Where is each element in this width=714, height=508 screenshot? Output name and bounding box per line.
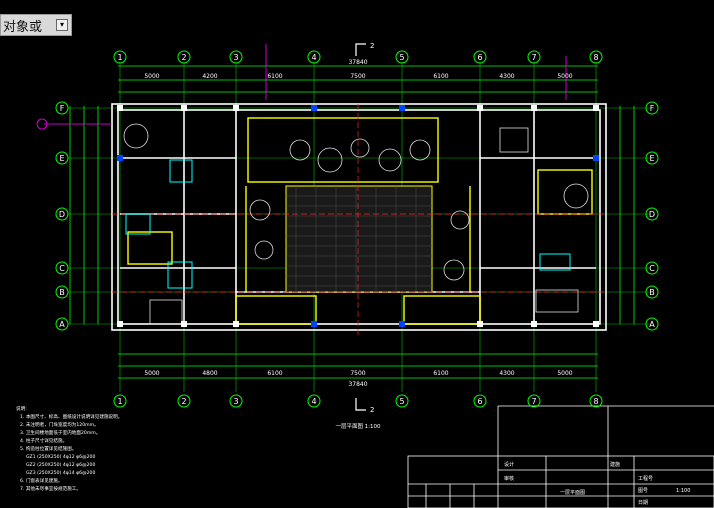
axis-right-D: D <box>649 210 655 219</box>
axis-bottom-1: 1 <box>117 397 122 406</box>
axis-left-D: D <box>59 210 65 219</box>
blue-columns <box>117 105 599 327</box>
dim-top-4: 6100 <box>433 73 448 80</box>
dim-bottom-1: 4800 <box>202 370 217 377</box>
axis-top-5: 5 <box>399 53 404 62</box>
tb-sheet: 建施 <box>610 461 620 468</box>
axis-bottom-8: 8 <box>593 397 598 406</box>
note-line: GZ2 (250X250) 4φ12 φ6@200 <box>26 462 95 468</box>
columns <box>117 105 599 327</box>
axis-right-E: E <box>649 154 654 163</box>
section-mark-top <box>355 43 366 56</box>
axis-top-3: 3 <box>233 53 238 62</box>
axis-top-6: 6 <box>477 53 482 62</box>
interior-partitions <box>127 117 593 325</box>
axis-bottom-7: 7 <box>531 397 536 406</box>
dim-bottom-2: 6100 <box>267 370 282 377</box>
overall-dimension-top: 37840 <box>348 59 367 66</box>
note-line: 2. 未注明者，门垛宽度均为120mm。 <box>20 421 99 428</box>
axis-bottom-4: 4 <box>311 397 316 406</box>
note-line: GZ1 (250X250) 4φ12 φ6@200 <box>26 454 95 460</box>
axis-right-F: F <box>650 104 655 113</box>
tb-drawing-no: 图号 <box>638 488 648 494</box>
axis-right-B: B <box>649 288 655 297</box>
axis-left-E: E <box>59 154 64 163</box>
title-block-text: 设计 审核 一层平面图 工程号 图号 日期 1:100 建施 <box>504 461 690 506</box>
courtyard-hatch <box>285 185 433 293</box>
magenta-annotations <box>36 44 567 130</box>
dim-bottom-6: 5000 <box>557 370 572 377</box>
furniture <box>123 123 589 325</box>
center-lines <box>112 104 606 336</box>
fixtures <box>125 159 571 289</box>
tb-title: 一层平面图 <box>560 490 585 496</box>
axis-bottom-3: 3 <box>233 397 238 406</box>
axis-left-B: B <box>59 288 65 297</box>
command-options-label: 对象或 <box>3 19 43 35</box>
walls <box>111 103 607 331</box>
axis-left-C: C <box>59 264 65 273</box>
note-line: 4. 柱子尺寸详见结施。 <box>20 437 67 444</box>
notes-header: 说明: <box>16 405 27 412</box>
dim-bottom-5: 4300 <box>499 370 514 377</box>
axis-bottom-6: 6 <box>477 397 482 406</box>
axis-bubbles-top: 1 2 3 4 5 6 7 8 1 2 3 4 5 6 7 8 <box>113 50 603 408</box>
dim-top-0: 5000 <box>144 73 159 80</box>
axis-right-C: C <box>649 264 655 273</box>
tb-check: 审核 <box>504 475 514 482</box>
axis-top-1: 1 <box>117 53 122 62</box>
plan-title: 一层平面图 1:100 <box>335 422 381 430</box>
note-line: GZ3 (250X250) 4φ14 φ6@200 <box>26 470 95 476</box>
axis-left-F: F <box>60 104 65 113</box>
dropdown-arrow-icon[interactable]: ▾ <box>56 19 68 31</box>
section-mark-label-bottom: 2 <box>370 406 374 414</box>
axis-bottom-2: 2 <box>181 397 186 406</box>
dim-top-6: 5000 <box>557 73 572 80</box>
dim-top-2: 6100 <box>267 73 282 80</box>
note-line: 7. 其他未尽事宜按规范施工。 <box>20 485 81 492</box>
dim-bottom-0: 5000 <box>144 370 159 377</box>
dim-top-3: 7500 <box>350 73 365 80</box>
tb-project-no: 工程号 <box>638 475 653 482</box>
tb-design: 设计 <box>504 461 514 468</box>
overall-dimension-bottom: 37840 <box>348 381 367 388</box>
dim-bottom-4: 6100 <box>433 370 448 377</box>
tb-date: 日期 <box>638 500 648 506</box>
note-line: 6. 门窗表详见建施。 <box>20 477 63 484</box>
section-mark-label-top: 2 <box>370 42 374 50</box>
note-line: 3. 卫生间楼地面低于室内地面20mm。 <box>20 429 100 436</box>
axis-bubbles-side: F E D C B A F E D C B A <box>55 101 659 331</box>
axis-top-4: 4 <box>311 53 316 62</box>
axis-top-2: 2 <box>181 53 186 62</box>
dim-top-1: 4200 <box>202 73 217 80</box>
dimension-lines <box>69 65 635 379</box>
axis-right-A: A <box>649 320 655 329</box>
axis-left-A: A <box>59 320 65 329</box>
axis-top-7: 7 <box>531 53 536 62</box>
section-mark-bottom <box>355 398 366 411</box>
note-line: 5. 构造柱位置详见结施图。 <box>20 445 76 452</box>
dim-bottom-3: 7500 <box>350 370 365 377</box>
tb-scale: 1:100 <box>676 488 690 494</box>
note-line: 1. 本图尺寸、标高、图纸设计说明详见建施说明。 <box>20 413 122 420</box>
axis-bottom-5: 5 <box>399 397 404 406</box>
dim-top-5: 4300 <box>499 73 514 80</box>
notes: 说明: 1. 本图尺寸、标高、图纸设计说明详见建施说明。 2. 未注明者，门垛宽… <box>16 405 122 492</box>
command-options-chip[interactable]: 对象或 ▾ <box>0 14 72 36</box>
axis-top-8: 8 <box>593 53 598 62</box>
title-block <box>407 405 714 508</box>
